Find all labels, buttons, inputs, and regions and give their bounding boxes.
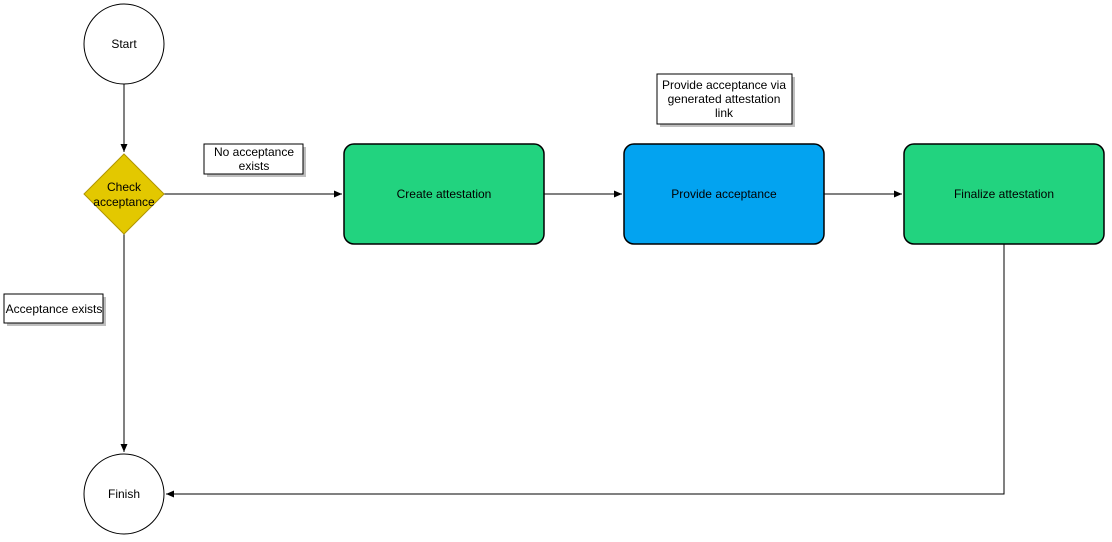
- provide-acceptance-label: Provide acceptance: [671, 187, 777, 201]
- start-label: Start: [111, 37, 137, 51]
- provide-acceptance-box: [623, 143, 825, 245]
- note-provide-via-link[interactable]: Provide acceptance via generated attesta…: [656, 73, 795, 127]
- create-attestation-node[interactable]: Create attestation: [343, 143, 545, 245]
- note-acceptance-exists[interactable]: Acceptance exists: [3, 293, 106, 326]
- finish-node[interactable]: Finish: [83, 453, 165, 535]
- start-node[interactable]: Start: [83, 3, 165, 85]
- note-provide-via-link-line2: generated attestation: [668, 92, 781, 106]
- decision-label-line1: Check: [107, 180, 142, 194]
- edges: [120, 84, 1005, 498]
- note-no-acceptance-line1: No acceptance: [214, 145, 294, 159]
- provide-acceptance-node[interactable]: Provide acceptance: [623, 143, 825, 245]
- note-no-acceptance-line2: exists: [239, 159, 270, 173]
- finalize-attestation-node[interactable]: Finalize attestation: [903, 143, 1105, 245]
- note-provide-via-link-line1: Provide acceptance via: [662, 78, 786, 92]
- edge-finalize-to-finish: [166, 244, 1005, 498]
- decision-label-line2: acceptance: [93, 195, 155, 209]
- note-acceptance-exists-label: Acceptance exists: [6, 302, 103, 316]
- note-no-acceptance-box: [203, 143, 304, 175]
- finalize-attestation-box: [903, 143, 1105, 245]
- check-acceptance-decision[interactable]: Check acceptance: [83, 153, 165, 235]
- start-circle: [83, 3, 165, 85]
- finish-circle: [83, 453, 165, 535]
- decision-diamond: [83, 153, 165, 235]
- create-attestation-label: Create attestation: [397, 187, 492, 201]
- create-attestation-box: [343, 143, 545, 245]
- finish-label: Finish: [108, 487, 140, 501]
- note-no-acceptance[interactable]: No acceptance exists: [203, 143, 306, 177]
- note-acceptance-exists-box: [3, 293, 104, 324]
- finalize-attestation-label: Finalize attestation: [954, 187, 1054, 201]
- note-provide-via-link-line3: link: [715, 106, 734, 120]
- note-provide-via-link-box: [656, 73, 793, 125]
